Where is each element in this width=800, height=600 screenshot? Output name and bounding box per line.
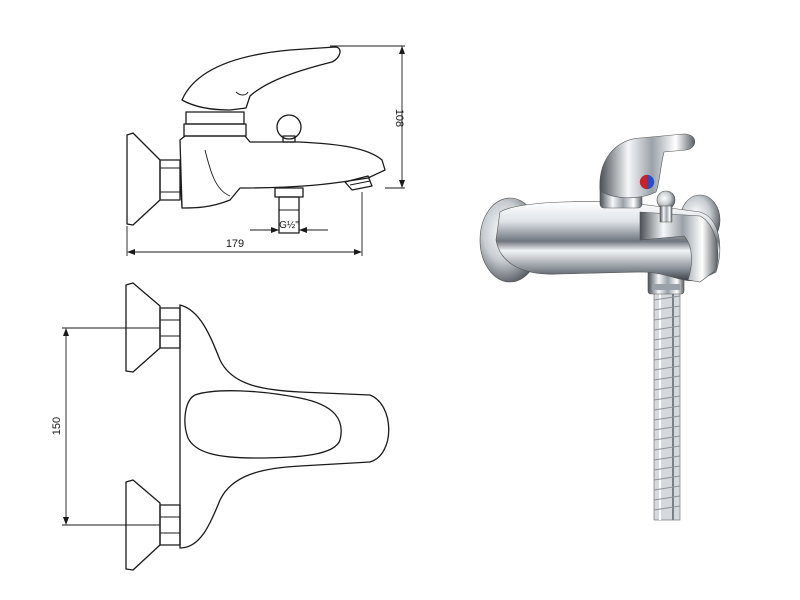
side-mixer-body xyxy=(179,135,386,209)
side-view: 108 179 G½" xyxy=(126,45,405,256)
thread-size-label: G½" xyxy=(279,220,299,231)
side-diverter-knob xyxy=(276,114,302,140)
side-lever-handle xyxy=(181,46,341,111)
photo-mixer-body xyxy=(495,201,721,282)
top-lever-handle xyxy=(184,390,342,459)
height-dimension-label: 108 xyxy=(393,109,405,127)
top-wall-flange-upper xyxy=(125,282,161,373)
product-photo xyxy=(479,133,721,521)
side-hex-nut xyxy=(159,159,181,201)
top-hex-nut-lower xyxy=(159,504,181,546)
side-hose-outlet xyxy=(274,187,304,198)
photo-lever-handle xyxy=(599,133,696,199)
photo-spout xyxy=(639,211,719,283)
side-wall-flange xyxy=(126,132,161,226)
side-cartridge-cap xyxy=(183,123,247,137)
shower-hose xyxy=(653,291,681,521)
width-dimension-label: 179 xyxy=(226,238,244,250)
side-spout-aerator xyxy=(344,175,373,191)
top-view: 150 xyxy=(51,282,390,571)
top-mixer-body xyxy=(179,304,390,549)
top-hex-nut-upper xyxy=(159,307,181,349)
spacing-dimension-label: 150 xyxy=(51,417,63,435)
